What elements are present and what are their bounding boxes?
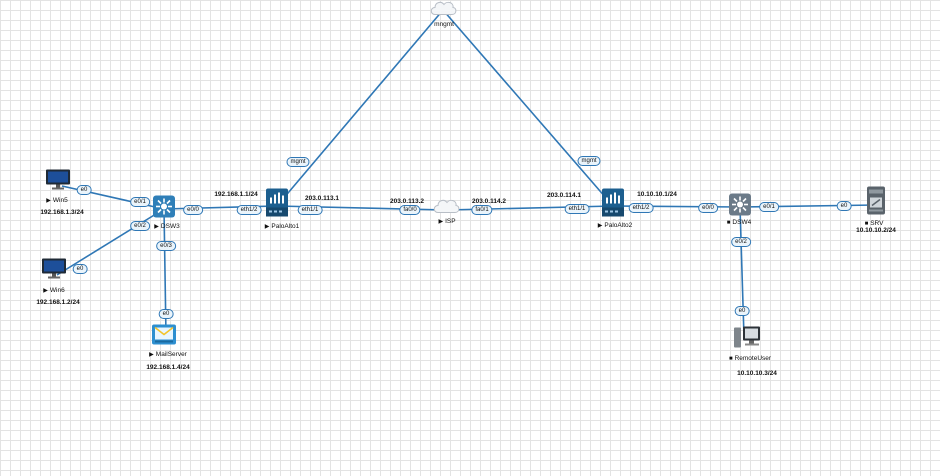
paloalto2-node[interactable] [601, 188, 625, 223]
play-status-icon: ▶ [264, 224, 270, 230]
port-label-dsw4-e0-2[interactable]: e0/2 [731, 237, 751, 247]
mailserver-label: ▶MailServer [149, 351, 187, 358]
srv-node[interactable] [866, 186, 886, 221]
win5-node[interactable] [45, 169, 71, 196]
port-label-dsw3-e0-2[interactable]: e0/2 [130, 221, 150, 231]
link-dsw4-remote[interactable] [739, 206, 745, 338]
switch-icon [153, 195, 175, 218]
port-label-pa1-mgmt[interactable]: mgmt [286, 157, 310, 167]
port-label-pa1-eth1-1[interactable]: eth1/1 [297, 205, 323, 215]
win5-label: ▶Win5 [46, 197, 68, 204]
win6-label: ▶Win6 [43, 287, 65, 294]
cloud-icon [433, 199, 460, 213]
port-label-mail-e0[interactable]: e0 [158, 309, 174, 319]
port-label-win5-e0[interactable]: e0 [76, 185, 92, 195]
isp-label: ▶ISP [438, 218, 456, 225]
pa1-outside-address: 203.0.113.1 [305, 195, 339, 202]
win6-node[interactable] [41, 258, 67, 285]
desktop-pc-icon [46, 169, 70, 190]
mailserver-node[interactable] [151, 324, 177, 351]
paloalto1-label: ▶PaloAlto1 [264, 223, 300, 230]
port-label-dsw4-e0-1[interactable]: e0/1 [759, 202, 779, 212]
dsw3-label: ▶DSW3 [154, 223, 180, 230]
dsw4-label: ■DSW4 [726, 219, 752, 226]
mngmt-node[interactable] [428, 0, 458, 22]
pa2-outside-address: 203.0.114.1 [547, 192, 581, 199]
play-status-icon: ▶ [43, 288, 48, 294]
cloud-icon [430, 1, 457, 15]
remote-address: 10.10.10.3/24 [737, 370, 777, 377]
port-label-pa2-eth1-1[interactable]: eth1/1 [564, 204, 590, 214]
firewall-icon [266, 188, 288, 217]
play-status-icon: ▶ [597, 223, 603, 229]
isp-right-address: 203.0.114.2 [472, 198, 506, 205]
paloalto2-label: ▶PaloAlto2 [597, 222, 633, 229]
pa1-inside-address: 192.168.1.1/24 [214, 191, 258, 198]
play-status-icon: ▶ [46, 198, 51, 204]
port-label-dsw3-e0-3[interactable]: e0/3 [156, 241, 176, 251]
firewall-icon [602, 188, 624, 217]
mngmt-label: mngmt [434, 21, 454, 28]
link-mngmt-pa2[interactable] [442, 9, 614, 207]
port-label-isp-fa0-0[interactable]: fa0/0 [399, 205, 421, 215]
link-pa1-mngmt[interactable] [276, 9, 444, 207]
srv-label: ■SRV [864, 220, 884, 227]
stop-status-icon: ■ [864, 221, 869, 227]
dsw3-node[interactable] [152, 195, 176, 224]
desktop-pc-icon [42, 258, 66, 279]
switch-icon [729, 193, 751, 216]
play-status-icon: ▶ [149, 352, 154, 358]
play-status-icon: ▶ [154, 224, 159, 230]
srv-address: 10.10.10.2/24 [856, 227, 896, 234]
win6-address: 192.168.1.2/24 [36, 299, 80, 306]
stop-status-icon: ■ [728, 356, 733, 362]
stop-status-icon: ■ [726, 220, 731, 226]
remoteuser-node[interactable] [733, 325, 761, 354]
port-label-dsw4-e0-0[interactable]: e0/0 [698, 203, 718, 213]
mail-server-icon [152, 324, 176, 345]
port-label-dsw3-e0-1[interactable]: e0/1 [130, 197, 150, 207]
port-label-pa2-mgmt[interactable]: mgmt [577, 156, 601, 166]
server-icon [867, 186, 885, 215]
port-label-pa1-eth1-2[interactable]: eth1/2 [236, 205, 262, 215]
port-label-pa2-eth1-2[interactable]: eth1/2 [628, 203, 654, 213]
port-label-isp-fa0-1[interactable]: fa0/1 [471, 205, 493, 215]
win5-address: 192.168.1.3/24 [40, 209, 84, 216]
isp-node[interactable] [431, 197, 461, 220]
pa2-inside-address: 10.10.10.1/24 [637, 191, 677, 198]
port-label-srv-e0[interactable]: e0 [836, 201, 852, 211]
isp-left-address: 203.0.113.2 [390, 198, 424, 205]
dsw4-node[interactable] [728, 193, 752, 222]
play-status-icon: ▶ [438, 219, 444, 225]
mail-address: 192.168.1.4/24 [146, 364, 190, 371]
port-label-dsw3-e0-0[interactable]: e0/0 [183, 205, 203, 215]
paloalto1-node[interactable] [265, 188, 289, 223]
remoteuser-label: ■RemoteUser [728, 355, 772, 362]
workstation-icon [734, 326, 760, 348]
port-label-win6-e0[interactable]: e0 [72, 264, 88, 274]
port-label-remote-e0[interactable]: e0 [734, 306, 750, 316]
